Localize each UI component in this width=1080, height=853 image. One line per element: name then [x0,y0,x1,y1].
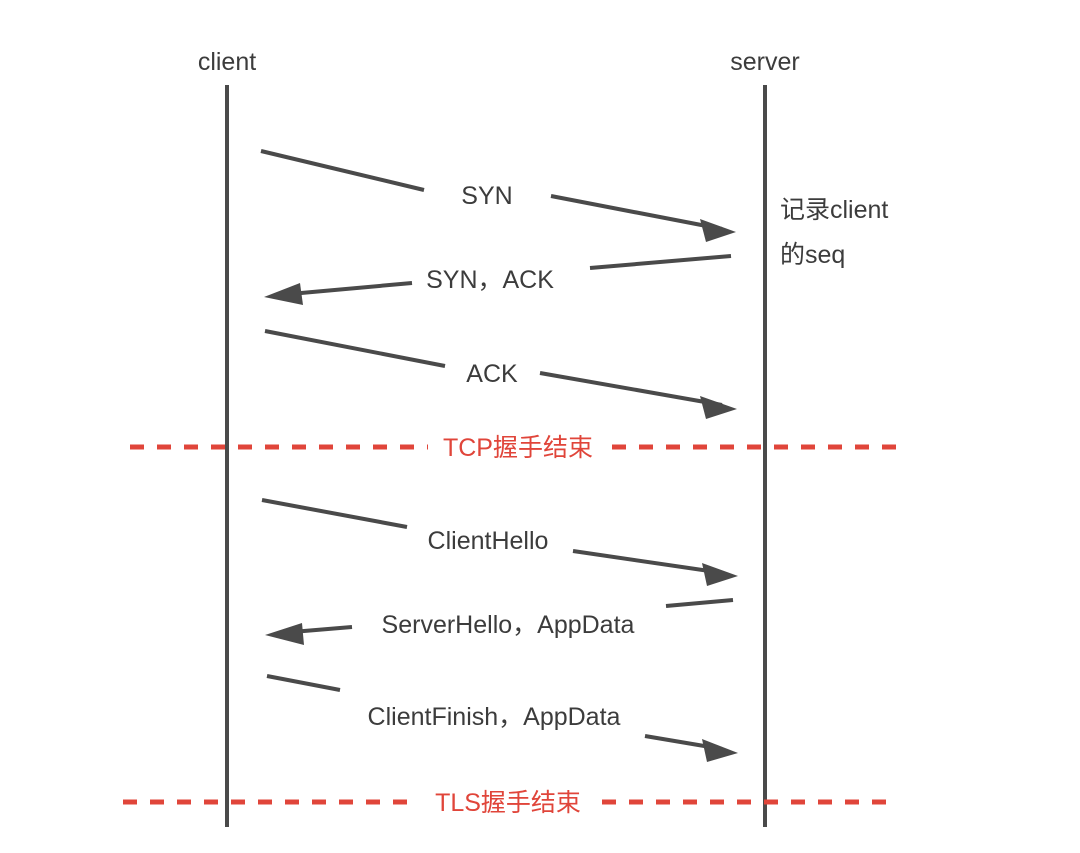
message-syn-ack-stub-left [289,281,413,296]
message-ack-arrowhead [700,396,737,419]
message-syn-ack-label: SYN，ACK [426,266,554,294]
message-syn-ack-stub-right [589,254,732,270]
message-ack-label: ACK [466,360,518,388]
message-ack-stub-left [264,329,446,368]
phase-marker-tcp-label: TCP握手结束 [443,434,593,462]
phase-marker-tls: TLS握手结束 [123,789,893,817]
lifeline-server: server [730,48,800,827]
note-server-seq-line-2: 的seq [780,241,845,269]
message-ack: ACK [264,329,737,419]
message-client-finish: ClientFinish，AppData [266,674,738,762]
message-client-hello-stub-right [572,549,724,575]
message-syn-stub-left [260,149,425,192]
message-syn-ack-arrowhead [264,283,303,305]
note-server-seq: 记录client 的seq [780,196,888,269]
lifeline-client: client [198,48,256,827]
message-server-hello-label: ServerHello，AppData [382,611,635,639]
message-syn-stub-right [550,194,723,231]
lifeline-label-client: client [198,48,256,76]
message-syn-ack: SYN，ACK [264,254,732,305]
phase-marker-tcp: TCP握手结束 [130,434,902,462]
message-client-finish-label: ClientFinish，AppData [368,703,621,731]
message-server-hello: ServerHello，AppData [265,598,734,645]
message-client-hello-arrowhead [702,563,738,586]
message-ack-stub-right [539,371,723,407]
message-server-hello-stub-right [665,598,734,608]
message-server-hello-arrowhead [265,623,304,645]
message-client-finish-arrowhead [702,739,738,762]
message-syn-arrowhead [700,219,736,242]
lifeline-label-server: server [730,48,799,76]
message-client-hello-label: ClientHello [428,527,549,555]
phase-marker-tls-label: TLS握手结束 [435,789,581,817]
note-server-seq-line-1: 记录client [780,196,888,224]
message-syn: SYN [260,149,736,242]
message-client-finish-stub-left [266,674,341,692]
message-syn-label: SYN [461,182,512,210]
message-client-hello-stub-left [261,498,408,529]
message-client-hello: ClientHello [261,498,738,586]
